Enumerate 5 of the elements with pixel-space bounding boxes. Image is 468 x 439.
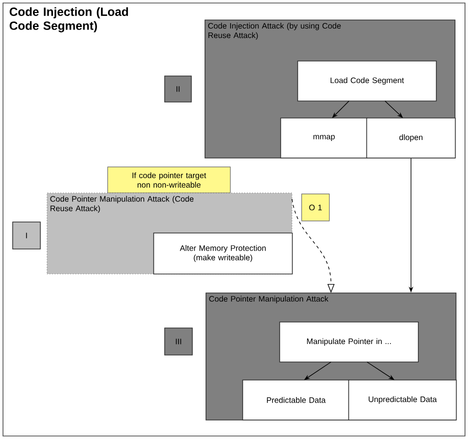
arrow xyxy=(366,362,394,380)
arrow xyxy=(332,100,350,118)
arrow xyxy=(384,100,403,118)
title: Code Injection (Load Code Segment) xyxy=(10,7,128,32)
arrow xyxy=(304,362,332,380)
